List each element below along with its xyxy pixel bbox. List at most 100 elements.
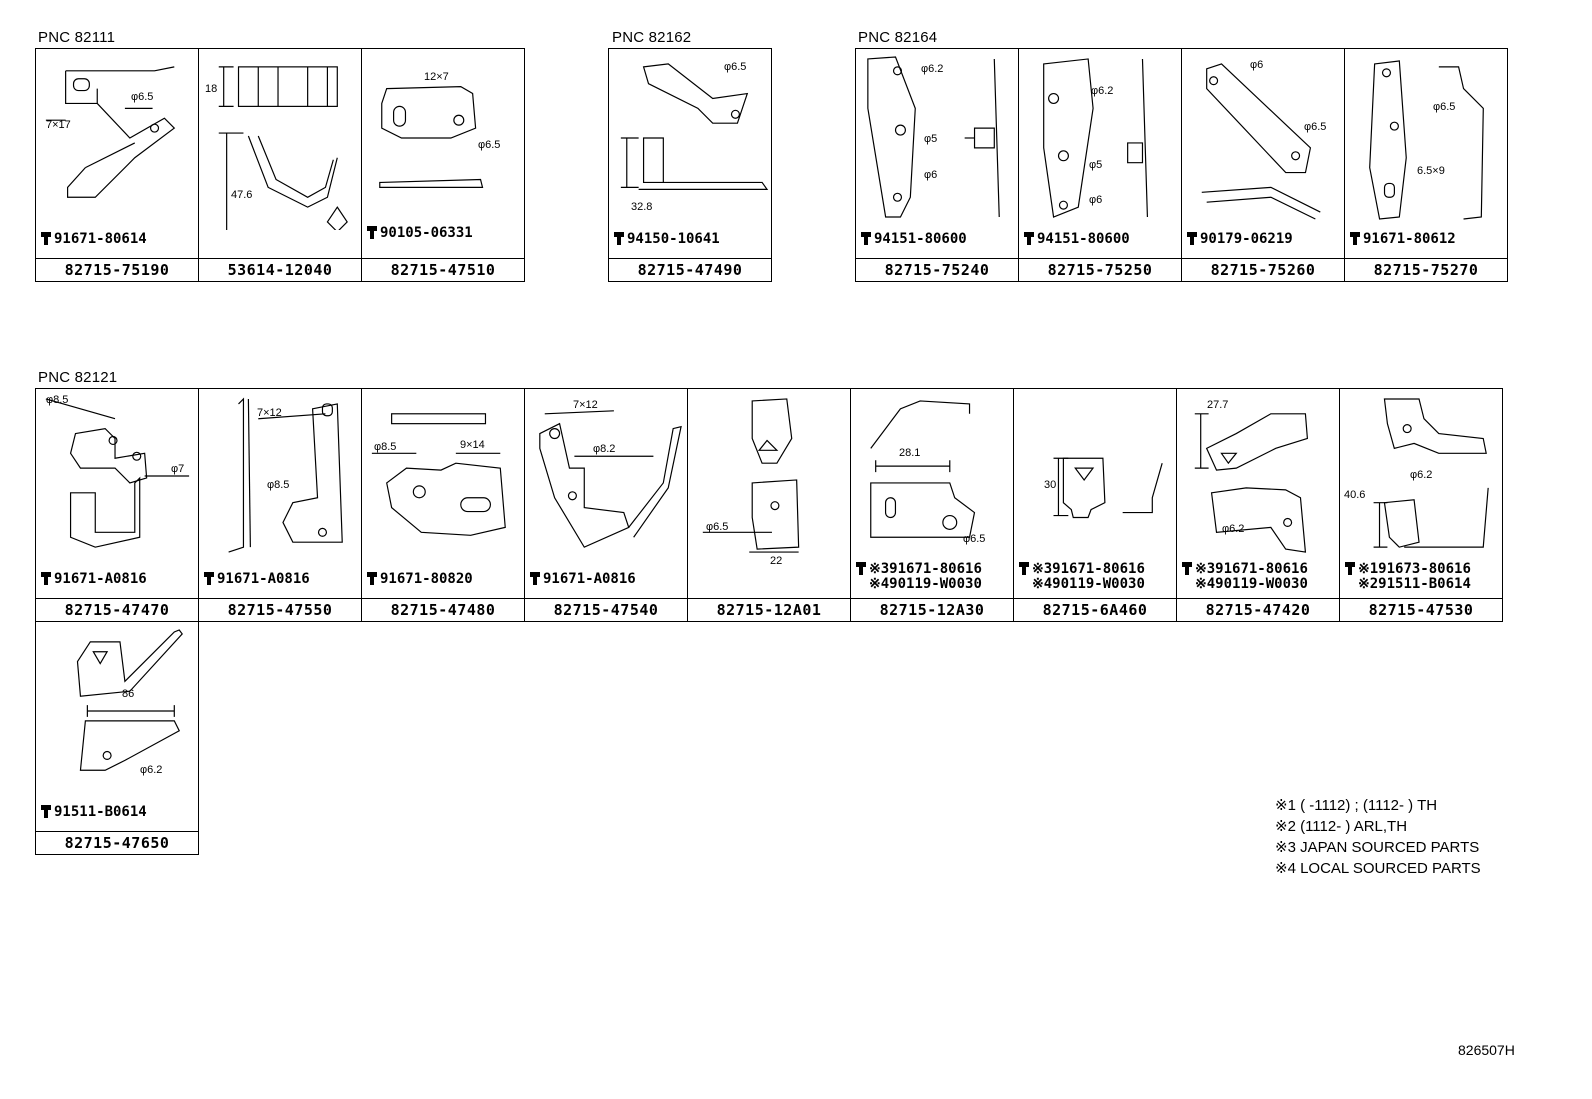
part-drawing: [856, 49, 1018, 230]
part-number[interactable]: 82715-47470: [36, 598, 198, 621]
part-drawing: [1177, 389, 1339, 570]
part-number[interactable]: 82715-75240: [856, 258, 1018, 281]
fastener-callout: 94151-80600: [1023, 231, 1130, 247]
fastener-callout: 94151-80600: [860, 231, 967, 247]
dimension-label: 47.6: [231, 189, 253, 201]
fastener-part-number: ※391671-80616: [1032, 561, 1145, 577]
part-cell[interactable]: φ6.2 40.6 ※191673-80616※291511-B0614 827…: [1339, 388, 1503, 622]
dimension-label: φ8.2: [593, 443, 616, 455]
dimension-label: φ6.5: [478, 139, 501, 151]
part-drawing: [199, 389, 361, 570]
bolt-icon: [1019, 562, 1029, 575]
part-drawing: [851, 389, 1013, 570]
part-number[interactable]: 82715-75260: [1182, 258, 1344, 281]
part-number[interactable]: 82715-47530: [1340, 598, 1502, 621]
part-cell[interactable]: 7×12 φ8.5 91671-A0816 82715-47550: [198, 388, 362, 622]
dimension-label: φ6.2: [1222, 523, 1245, 535]
part-cell[interactable]: φ6 φ6.5 90179-06219 82715-75260: [1181, 48, 1345, 282]
part-number[interactable]: 82715-75250: [1019, 258, 1181, 281]
dimension-label: 9×14: [460, 439, 485, 451]
part-number[interactable]: 82715-47540: [525, 598, 687, 621]
part-cell[interactable]: φ6.5 6.5×9 91671-80612 82715-75270: [1344, 48, 1508, 282]
dimension-label: φ6.5: [706, 521, 729, 533]
fastener-callout: ※391671-80616※490119-W0030: [855, 561, 982, 592]
part-number[interactable]: 82715-47420: [1177, 598, 1339, 621]
part-drawing: [199, 49, 361, 230]
dimension-label: φ6.5: [1433, 101, 1456, 113]
part-drawing: [609, 49, 771, 230]
fastener-callout: 91671-A0816: [40, 571, 147, 587]
part-cell[interactable]: 28.1 φ6.5 ※391671-80616※490119-W0030 827…: [850, 388, 1014, 622]
part-cell[interactable]: 7×17 φ6.5 91671-80614 82715-75190: [35, 48, 199, 282]
fastener-part-number: 91671-A0816: [54, 571, 147, 587]
part-cell[interactable]: φ6.5 22 82715-12A01: [687, 388, 851, 622]
part-drawing: [1019, 49, 1181, 230]
part-cell[interactable]: φ8.5 9×14 91671-80820 82715-47480: [361, 388, 525, 622]
bolt-icon: [1024, 232, 1034, 245]
fastener-part-number: ※291511-B0614: [1358, 576, 1471, 592]
part-cell[interactable]: φ6.5 32.8 94150-10641 82715-47490: [608, 48, 772, 282]
part-number[interactable]: 82715-12A01: [688, 598, 850, 621]
part-number[interactable]: 82715-6A460: [1014, 598, 1176, 621]
part-number[interactable]: 82715-12A30: [851, 598, 1013, 621]
part-number[interactable]: 82715-47650: [36, 831, 198, 854]
part-number[interactable]: 82715-47490: [609, 258, 771, 281]
bolt-icon: [41, 805, 51, 818]
fastener-callout: 91511-B0614: [40, 804, 147, 820]
fastener-callout: 91671-80612: [1349, 231, 1456, 247]
dimension-label: 22: [770, 555, 783, 567]
dimension-label: φ6.5: [131, 91, 154, 103]
fastener-part-number: 91671-A0816: [217, 571, 310, 587]
part-number[interactable]: 82715-47550: [199, 598, 361, 621]
part-drawing: [1182, 49, 1344, 230]
dimension-label: φ6.2: [1091, 85, 1114, 97]
fastener-part-number: ※191673-80616: [1358, 561, 1471, 577]
footnote: ※4 LOCAL SOURCED PARTS: [1275, 860, 1481, 877]
part-number[interactable]: 82715-75270: [1345, 258, 1507, 281]
fastener-part-number: 90105-06331: [380, 225, 473, 241]
dimension-label: φ6.2: [921, 63, 944, 75]
part-cell[interactable]: 86 φ6.2 91511-B0614 82715-47650: [35, 621, 199, 855]
part-number[interactable]: 82715-47480: [362, 598, 524, 621]
part-cell[interactable]: 27.7 φ6.2 ※391671-80616※490119-W0030 827…: [1176, 388, 1340, 622]
dimension-label: φ8.5: [374, 441, 397, 453]
part-number[interactable]: 82715-75190: [36, 258, 198, 281]
bolt-icon: [1345, 562, 1355, 575]
part-cell[interactable]: φ6.2 φ5 φ6 94151-80600 82715-75240: [855, 48, 1019, 282]
fastener-part-number: 90179-06219: [1200, 231, 1293, 247]
part-drawing: [688, 389, 850, 570]
pnc-label: PNC 82111: [38, 29, 116, 46]
dimension-label: φ6.2: [1410, 469, 1433, 481]
footnote: ※2 (1112- ) ARL,TH: [1275, 818, 1408, 835]
part-cell[interactable]: 7×12 φ8.2 91671-A0816 82715-47540: [524, 388, 688, 622]
fastener-part-number: 94150-10641: [627, 231, 720, 247]
fastener-callout: 90105-06331: [366, 225, 473, 241]
part-cell[interactable]: φ6.2 φ5 φ6 94151-80600 82715-75250: [1018, 48, 1182, 282]
part-cell[interactable]: 18 47.6 53614-12040: [198, 48, 362, 282]
fastener-part-number: ※391671-80616: [869, 561, 982, 577]
bolt-icon: [614, 232, 624, 245]
dimension-label: 7×12: [573, 399, 598, 411]
dimension-label: 7×12: [257, 407, 282, 419]
part-cell[interactable]: 12×7 φ6.5 90105-06331 82715-47510: [361, 48, 525, 282]
bolt-icon: [1350, 232, 1360, 245]
part-cell[interactable]: 30 ※391671-80616※490119-W0030 82715-6A46…: [1013, 388, 1177, 622]
fastener-callout: 91671-A0816: [203, 571, 310, 587]
fastener-callout: ※391671-80616※490119-W0030: [1018, 561, 1145, 592]
part-cell[interactable]: φ8.5 φ7 91671-A0816 82715-47470: [35, 388, 199, 622]
part-drawing: [1340, 389, 1502, 570]
dimension-label: 40.6: [1344, 489, 1366, 501]
part-drawing: [36, 389, 198, 570]
fastener-part-number: ※490119-W0030: [869, 576, 982, 592]
dimension-label: φ7: [171, 463, 185, 475]
dimension-label: φ6.5: [1304, 121, 1327, 133]
footnote: ※3 JAPAN SOURCED PARTS: [1275, 839, 1480, 856]
fastener-callout: 90179-06219: [1186, 231, 1293, 247]
dimension-label: 30: [1044, 479, 1057, 491]
part-number[interactable]: 82715-47510: [362, 258, 524, 281]
bolt-icon: [856, 562, 866, 575]
part-number[interactable]: 53614-12040: [199, 258, 361, 281]
bolt-icon: [530, 572, 540, 585]
fastener-part-number: ※490119-W0030: [1195, 576, 1308, 592]
fastener-callout: 91671-80614: [40, 231, 147, 247]
